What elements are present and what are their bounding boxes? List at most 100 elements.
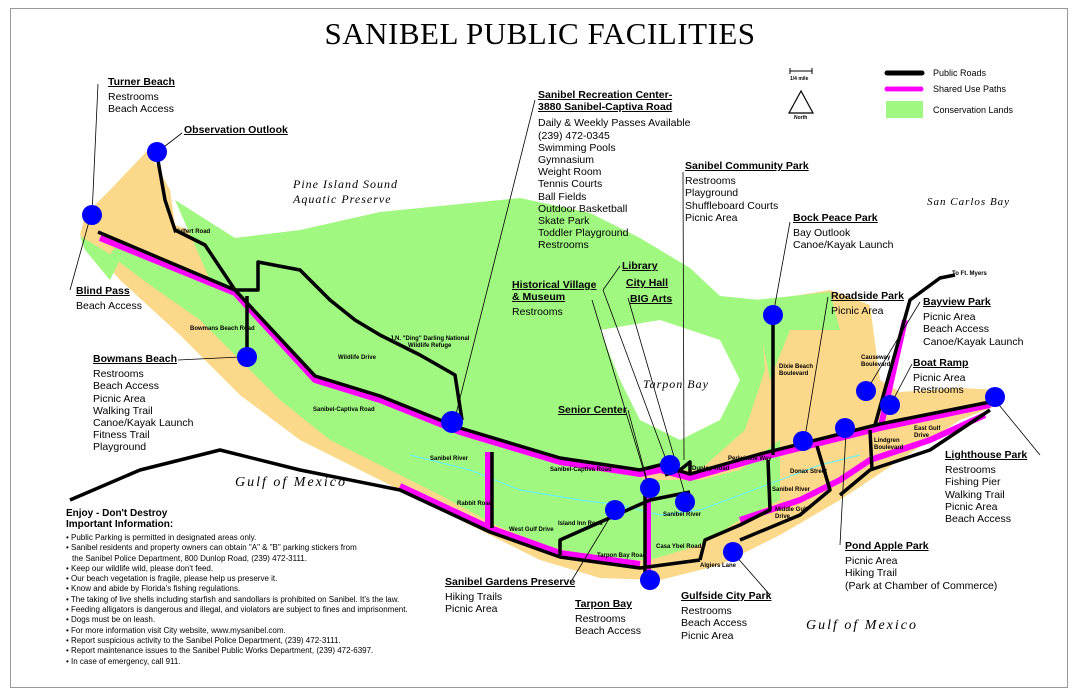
- facility-item: Beach Access: [681, 617, 747, 630]
- facility-item: Picnic Area: [93, 392, 146, 405]
- info-bullet: • Report maintenance issues to the Sanib…: [66, 646, 374, 656]
- marker-rec-center[interactable]: [441, 411, 463, 433]
- facility-item: Picnic Area: [913, 372, 966, 385]
- facility-community-park[interactable]: Sanibel Community Park Restrooms Playgro…: [685, 160, 809, 224]
- facility-sanibel-gardens[interactable]: Sanibel Gardens Preserve Hiking Trails P…: [445, 576, 575, 616]
- sanibel-river: [409, 454, 861, 516]
- path-west-gulf: [398, 483, 641, 567]
- leader-rec-center: [454, 99, 536, 419]
- road-label-line: Drive: [914, 433, 930, 439]
- leader-bowmans: [177, 356, 241, 361]
- road-label-west-gulf: West Gulf Drive: [509, 527, 554, 533]
- facility-item: Beach Access: [76, 300, 142, 313]
- facility-item: Toddler Playground: [538, 227, 629, 240]
- water-label-line: Pine Island Sound: [293, 177, 398, 191]
- marker-bayview[interactable]: [856, 381, 876, 401]
- marker-gulfside[interactable]: [723, 542, 743, 562]
- facility-observation-outlook[interactable]: Observation Outlook: [184, 124, 288, 136]
- facility-item: Restrooms: [945, 464, 996, 477]
- facility-title: Sanibel Gardens Preserve: [445, 576, 576, 588]
- facility-blind-pass[interactable]: Blind Pass Beach Access: [76, 285, 142, 312]
- info-bullet: • Keep our wildlife wild, please don't f…: [66, 563, 214, 573]
- facility-item: Skate Park: [538, 215, 590, 228]
- facility-city-hall[interactable]: City Hall: [626, 277, 668, 289]
- facility-item: Weight Room: [538, 166, 602, 179]
- marker-boat-ramp[interactable]: [880, 395, 900, 415]
- marker-bock-peace[interactable]: [763, 305, 783, 325]
- marker-lighthouse[interactable]: [985, 387, 1005, 407]
- facility-bowmans-beach[interactable]: Bowmans Beach Restrooms Beach Access Pic…: [93, 353, 193, 454]
- road-label-wildlife-drive: Wildlife Drive: [338, 355, 376, 361]
- road-label-line: Middle Gulf: [775, 507, 808, 513]
- leader-gulfside: [734, 554, 771, 596]
- leader-lines: [69, 83, 1041, 596]
- facility-item: Beach Access: [923, 323, 989, 336]
- facility-item: Picnic Area: [685, 211, 738, 224]
- facility-senior-center[interactable]: Senior Center: [558, 404, 627, 416]
- facility-title: Roadside Park: [831, 290, 904, 302]
- facility-boat-ramp[interactable]: Boat Ramp Picnic Area Restrooms: [913, 357, 968, 397]
- facility-recreation-center[interactable]: Sanibel Recreation Center- 3880 Sanibel-…: [538, 89, 691, 252]
- facility-bayview-park[interactable]: Bayview Park Picnic Area Beach Access Ca…: [923, 296, 1023, 348]
- facility-roadside-park[interactable]: Roadside Park Picnic Area: [831, 290, 904, 317]
- leader-boat-ramp: [891, 363, 913, 403]
- marker-turner-beach[interactable]: [82, 205, 102, 225]
- facility-title: Pond Apple Park: [845, 540, 929, 552]
- road-label-sanibel-captiva-west: Sanibel-Captiva Road: [313, 407, 375, 413]
- facility-item: Swimming Pools: [538, 141, 616, 154]
- facility-item: Walking Trail: [93, 404, 153, 417]
- marker-big-arts[interactable]: [675, 492, 695, 512]
- facility-item: Tennis Courts: [538, 178, 603, 191]
- info-bullet: • For more information visit City websit…: [66, 625, 286, 635]
- marker-observation-outlook[interactable]: [147, 142, 167, 162]
- marker-city-hall[interactable]: [660, 455, 680, 475]
- facility-item: Playground: [685, 187, 739, 200]
- facility-item: Fishing Pier: [945, 476, 1001, 489]
- marker-tarpon-bay[interactable]: [640, 570, 660, 590]
- facility-title: Turner Beach: [108, 76, 175, 88]
- road-wulfert: [155, 154, 464, 421]
- facility-gulfside-city-park[interactable]: Gulfside City Park Restrooms Beach Acces…: [681, 590, 771, 642]
- info-bullet: • Dogs must be on leash.: [66, 615, 156, 625]
- facility-item: Hiking Trail: [845, 567, 897, 580]
- facility-item: Beach Access: [93, 380, 159, 393]
- facility-tarpon-bay[interactable]: Tarpon Bay Restrooms Beach Access: [575, 598, 641, 638]
- road-casa-ybel: [698, 459, 772, 561]
- road-label-algiers: Algiers Lane: [700, 563, 737, 569]
- facility-big-arts[interactable]: BIG Arts: [630, 293, 672, 305]
- facility-title: Historical Village: [512, 279, 597, 291]
- facility-title: Tarpon Bay: [575, 598, 632, 610]
- facility-item: Restrooms: [685, 175, 736, 188]
- facility-title: Senior Center: [558, 404, 627, 416]
- facility-title: Bowmans Beach: [93, 353, 178, 365]
- road-label-line: Boulevard: [861, 362, 891, 368]
- facility-title: Sanibel Community Park: [685, 160, 809, 172]
- facility-bock-peace-park[interactable]: Bock Peace Park Bay Outlook Canoe/Kayak …: [793, 212, 893, 252]
- road-label-sanibel-river-east: Sanibel River: [772, 487, 811, 493]
- facility-title: Bayview Park: [923, 296, 991, 308]
- leader-city-hall: [602, 289, 669, 466]
- facility-item: Canoe/Kayak Launch: [93, 417, 194, 430]
- marker-roadside[interactable]: [793, 431, 813, 451]
- facility-library[interactable]: Library: [622, 260, 658, 272]
- road-island-inn: [558, 490, 691, 555]
- marker-bowmans-beach[interactable]: [237, 347, 257, 367]
- road-label-line: Wildlife Refuge: [408, 343, 452, 349]
- info-bullet: • In case of emergency, call 911.: [66, 656, 181, 666]
- facility-title: Gulfside City Park: [681, 590, 772, 602]
- facility-pond-apple-park[interactable]: Pond Apple Park Picnic Area Hiking Trail…: [845, 540, 997, 592]
- important-information: Enjoy - Don't Destroy Important Informat…: [66, 508, 408, 667]
- facility-historical-village[interactable]: Historical Village & Museum Restrooms: [512, 279, 596, 319]
- road-label-wulfert: Wulfert Road: [173, 229, 211, 235]
- marker-senior-center[interactable]: [640, 478, 660, 498]
- info-bullet: • Our beach vegetation is fragile, pleas…: [66, 574, 278, 584]
- facility-lighthouse-park[interactable]: Lighthouse Park Restrooms Fishing Pier W…: [945, 449, 1027, 525]
- facility-item: Restrooms: [512, 306, 563, 319]
- road-label-sanibel-captiva-east: Sanibel-Captiva Road: [550, 467, 612, 473]
- marker-pond-apple[interactable]: [835, 418, 855, 438]
- road-causeway: [873, 273, 956, 426]
- marker-sanibel-gardens[interactable]: [605, 500, 625, 520]
- facility-turner-beach[interactable]: Turner Beach Restrooms Beach Access: [108, 76, 175, 116]
